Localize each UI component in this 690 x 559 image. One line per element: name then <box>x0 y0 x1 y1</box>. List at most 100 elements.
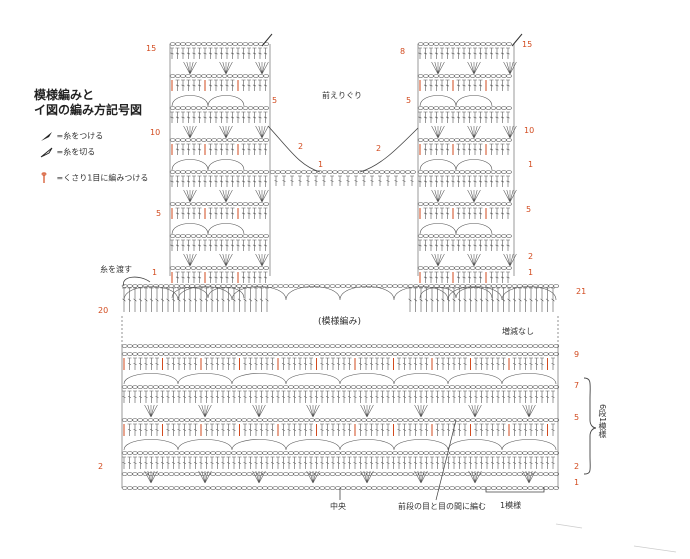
arch-row <box>171 159 245 171</box>
chain-row <box>269 170 416 174</box>
chain-row <box>121 472 560 476</box>
legend-text: =糸を切る <box>56 147 96 157</box>
row-number: 10 <box>524 126 535 135</box>
row-number: 2 <box>574 462 580 471</box>
legend-item-attach: =糸をつける <box>40 130 103 142</box>
row-number: 1 <box>318 160 324 169</box>
fan-row <box>431 253 517 267</box>
double-crochet-row <box>418 175 510 187</box>
double-crochet-row <box>170 111 268 123</box>
double-crochet-row <box>423 79 510 91</box>
chain-row <box>169 74 270 78</box>
double-crochet-row <box>170 47 268 59</box>
center-label: 中央 <box>330 502 346 511</box>
double-crochet-row <box>127 357 555 370</box>
chain-row <box>169 42 270 46</box>
pattern-label: (模様編み) <box>318 317 362 327</box>
row-number: 15 <box>146 44 157 53</box>
row-number: 10 <box>150 128 161 137</box>
diagram-annotations <box>121 33 677 553</box>
chain-row <box>121 385 560 389</box>
row-number: 9 <box>574 350 580 359</box>
chain-row <box>169 234 270 238</box>
between-stitches-label: 前段の目と目の間に編む <box>398 502 486 511</box>
row-number: 5 <box>272 96 278 105</box>
row-number: 1 <box>528 268 534 277</box>
double-crochet-row <box>423 143 510 155</box>
double-crochet-row <box>170 175 268 187</box>
row-number: 1 <box>152 268 158 277</box>
chain-row <box>169 202 270 206</box>
fan-row <box>183 189 269 203</box>
left-strap <box>169 42 271 299</box>
chain-row <box>169 266 270 270</box>
legend-item-join: =くさり1目に編みつける <box>40 172 148 184</box>
right-strap <box>269 42 517 299</box>
double-crochet-row <box>175 79 268 91</box>
arch-row <box>171 95 245 107</box>
arch-row <box>419 95 493 107</box>
chain-row <box>417 202 512 206</box>
chain-row <box>169 106 270 110</box>
double-crochet-row <box>423 207 510 219</box>
arch-row <box>123 373 557 385</box>
arch-row <box>419 159 493 171</box>
chain-row <box>417 170 512 174</box>
legend-item-cut: =糸を切る <box>40 146 95 158</box>
row-number: 7 <box>574 381 580 390</box>
chain-join-icon <box>41 172 47 183</box>
cut-yarn-icon <box>40 147 53 158</box>
title-line-2: イ図の編み方記号図 <box>34 103 143 117</box>
row-number: 5 <box>156 209 162 218</box>
chain-row <box>169 170 270 174</box>
title-line-1: 模様編みと <box>34 88 95 102</box>
double-crochet-row <box>127 423 555 436</box>
chain-row <box>121 344 560 348</box>
double-crochet-row <box>122 456 555 469</box>
fan-row <box>183 125 269 139</box>
double-crochet-row <box>175 143 268 155</box>
row-number: 15 <box>522 40 533 49</box>
double-crochet-row <box>274 175 414 186</box>
legend-text: =糸をつける <box>56 131 104 141</box>
chain-row <box>121 284 560 288</box>
chain-row <box>417 266 512 270</box>
fan-row <box>431 189 517 203</box>
chain-row <box>121 418 560 422</box>
six-rows-label: 6段1模様 <box>598 404 607 439</box>
fan-row <box>144 470 536 484</box>
arch-row <box>171 223 245 235</box>
double-crochet-row <box>175 207 268 219</box>
arch-row <box>123 439 557 451</box>
chain-row <box>417 234 512 238</box>
row-number: 5 <box>526 205 532 214</box>
chain-row <box>121 451 560 455</box>
attach-yarn-icon <box>41 132 52 141</box>
row-number: 1 <box>528 160 534 169</box>
row-number: 5 <box>406 96 412 105</box>
double-crochet-row <box>122 287 269 312</box>
arch-row <box>419 223 493 235</box>
no-inc-dec-label: 増減なし <box>502 327 534 336</box>
double-crochet-row <box>423 271 510 283</box>
row-number: 2 <box>298 142 304 151</box>
double-crochet-row <box>418 239 510 251</box>
row-number: 5 <box>574 413 580 422</box>
row-number: 2 <box>528 252 534 261</box>
chain-row <box>417 138 512 142</box>
double-crochet-row <box>175 271 268 283</box>
row-number: 1 <box>574 478 580 487</box>
row-number: 20 <box>98 306 109 315</box>
double-crochet-row <box>418 111 510 123</box>
double-crochet-row <box>408 287 555 312</box>
arch-row <box>171 287 245 299</box>
neckline-label: 前えりぐり <box>322 91 362 100</box>
double-crochet-row <box>418 47 510 59</box>
one-pattern-label: 1模様 <box>500 501 522 510</box>
fan-row <box>144 404 536 418</box>
double-crochet-row <box>122 390 555 403</box>
fan-row <box>183 61 269 75</box>
fan-row <box>431 125 517 139</box>
